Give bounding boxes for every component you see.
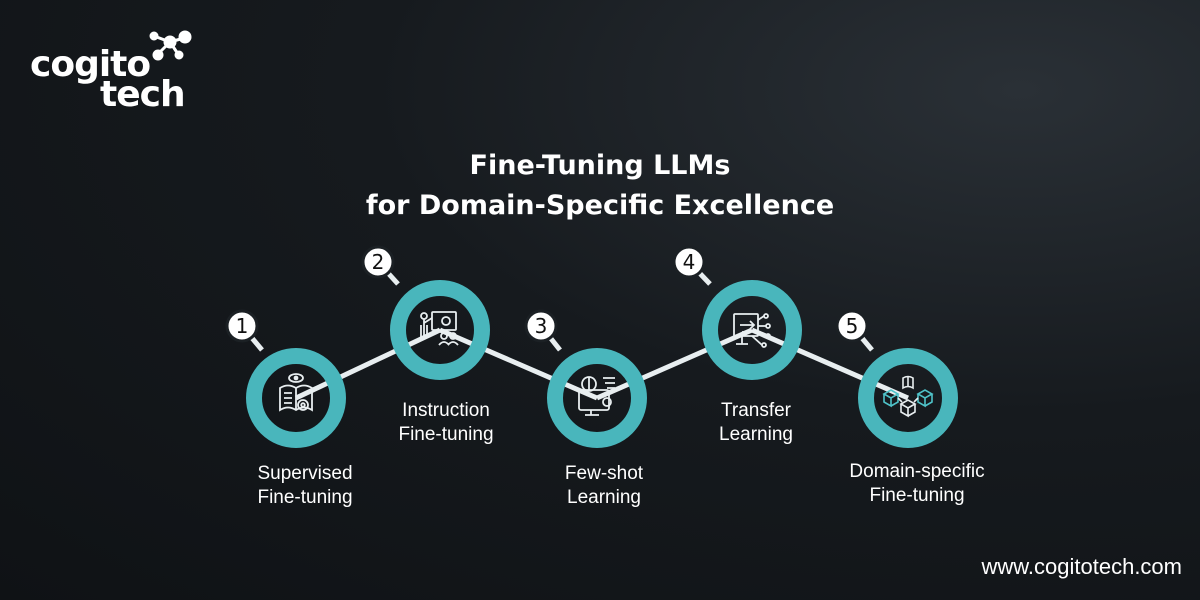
step-number-badge (672, 245, 706, 279)
step-ring (702, 280, 802, 380)
step-label-line: Domain-specific (849, 461, 985, 482)
step-label-line: Fine-tuning (257, 487, 353, 508)
title-line-1: Fine-Tuning LLMs (469, 150, 731, 181)
step-ring (390, 280, 490, 380)
cogitotech-logo: cogito tech (30, 28, 200, 115)
step-number: 4 (683, 250, 696, 274)
presenter-board-icon (420, 311, 459, 346)
cubes-book-icon (882, 375, 934, 418)
step-number: 1 (236, 314, 249, 338)
molecule-icon (149, 30, 192, 61)
connector-lines (240, 260, 909, 401)
step-number-badge (361, 245, 395, 279)
step-label-4: Transfer Learning (646, 399, 866, 447)
title-line-2: for Domain-Specific Excellence (365, 190, 835, 221)
step-label-3: Few-shot Learning (494, 462, 714, 510)
step-5: 5 (835, 309, 958, 448)
step-number: 2 (372, 250, 385, 274)
step-label-line: Learning (719, 424, 793, 445)
step-number: 5 (846, 314, 859, 338)
step-number: 3 (535, 314, 548, 338)
step-label-1: Supervised Fine-tuning (195, 462, 415, 510)
step-number-badge (524, 309, 558, 343)
step-label-line: Instruction (402, 400, 490, 421)
step-label-line: Learning (567, 487, 641, 508)
brain-monitor-icon (578, 376, 615, 416)
step-number-badge (835, 309, 869, 343)
step-1: 1 (225, 309, 346, 448)
step-number-badge (225, 309, 259, 343)
step-label-line: Fine-tuning (398, 424, 494, 445)
step-ring (246, 348, 346, 448)
step-label-line: Supervised (257, 463, 353, 484)
step-label-line: Fine-tuning (869, 485, 965, 506)
logo-word-tech: tech (100, 74, 186, 115)
step-2: 2 (361, 245, 490, 380)
page-title: Fine-Tuning LLMs for Domain-Specific Exc… (0, 146, 1200, 226)
step-3: 3 (524, 309, 647, 448)
book-eye-gear-icon (279, 373, 313, 412)
website-link[interactable]: www.cogitotech.com (981, 554, 1182, 579)
step-4: 4 (672, 245, 802, 380)
step-label-5: Domain-specific Fine-tuning (807, 460, 1027, 508)
step-label-line: Transfer (720, 400, 792, 421)
logo-word-cogito: cogito (30, 44, 151, 85)
chip-transfer-icon (733, 313, 771, 348)
step-ring (547, 348, 647, 448)
step-ring (858, 348, 958, 448)
step-label-line: Few-shot (564, 463, 644, 484)
step-label-2: Instruction Fine-tuning (336, 399, 556, 447)
